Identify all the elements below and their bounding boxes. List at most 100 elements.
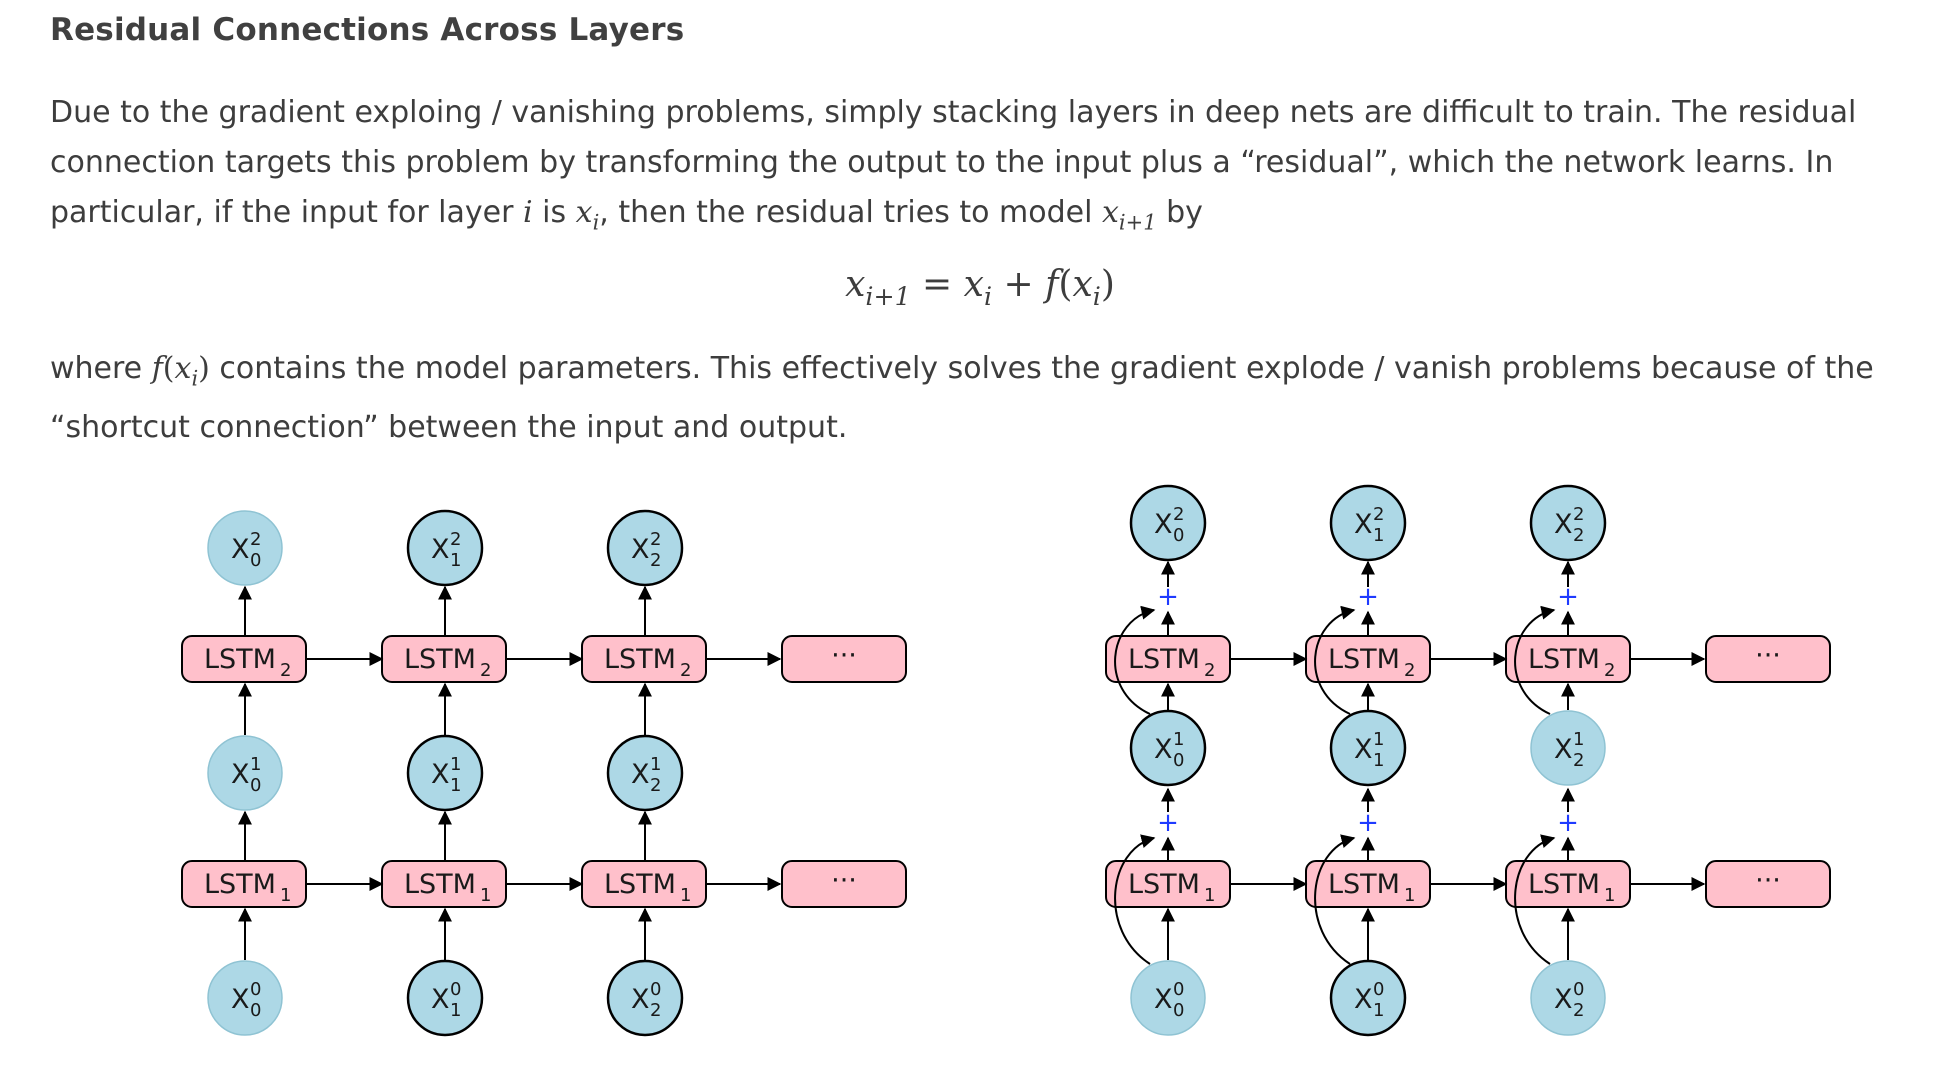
node-x1-1b-sup: 1 [450,754,461,775]
lstm1-col1-label: LSTM [404,869,476,900]
rnode-x2-2-sub: 2 [1573,525,1584,546]
rlstm1-col0-label: LSTM [1128,869,1200,900]
paragraph-intro: Due to the gradient exploing / vanishing… [50,88,1910,247]
lstm1-col0-sub: 1 [280,885,291,906]
rnode-x1-1-sup: 1 [1373,729,1384,750]
plus-upper-0: + [1157,582,1179,612]
rnode-x0-2-sub: 0 [1173,525,1184,546]
node-x1-0b-sup: 0 [450,979,461,1000]
node-x2-1b-sup: 1 [650,754,661,775]
rlstm2-col2-sub: 2 [1604,660,1615,681]
node-x0-0-sub: 0 [250,1000,261,1021]
ellipsis-top-label: ··· [831,640,857,671]
ellipsis-top-box [781,635,907,683]
rnode-x2-1-sub: 2 [1573,750,1584,771]
intro-text-4: by [1156,195,1203,230]
node-x0-2-sub: 0 [250,550,261,571]
node-x0-1-label: X [231,759,250,790]
node-x0-0-sup: 0 [250,979,261,1000]
var-xi: xi [575,195,600,235]
rlstm2-col0-label: LSTM [1128,644,1200,675]
node-x1-2b-label: X [431,534,450,565]
node-x2-2b-circle [606,509,684,587]
shortcut-lower-0 [1114,834,1156,965]
intro-text-2: is [532,195,576,230]
rnode-x0-1-sub: 0 [1173,750,1184,771]
rnode-x2-1-label: X [1554,734,1573,765]
node-x2-0b-label: X [631,984,650,1015]
rnode-x2-2-sup: 2 [1573,504,1584,525]
lstm1-col2-sub: 1 [680,885,691,906]
node-x1-2b-sup: 2 [450,529,461,550]
lstm2-col2-label: LSTM [604,644,676,675]
rlstm2-col1-sub: 2 [1404,660,1415,681]
var-xi1: xi+1 [1101,195,1157,235]
rlstm2-col1-label: LSTM [1328,644,1400,675]
rnode-x0-2-sup: 2 [1173,504,1184,525]
plus-lower-2: + [1557,808,1579,838]
rnode-x1-0-sup: 0 [1373,979,1384,1000]
plus-lower-0: + [1157,808,1179,838]
rnode-x2-0-circle [1530,960,1606,1036]
node-x2-0b-sub: 2 [650,1000,661,1021]
rnode-x1-2-sub: 1 [1373,525,1384,546]
shortcut-upper-0 [1114,605,1156,715]
lstm1-col1-sub: 1 [480,885,491,906]
rellipsis-top-box [1705,635,1831,683]
rnode-x2-0-label: X [1554,984,1573,1015]
rnode-x0-0-sub: 0 [1173,1000,1184,1021]
rnode-x0-2-circle [1129,484,1207,562]
rnode-x1-2-label: X [1354,509,1373,540]
rlstm1-col2-sub: 1 [1604,885,1615,906]
rnode-x0-1-label: X [1154,734,1173,765]
node-x0-2-sup: 2 [250,529,261,550]
rnode-x2-2-circle [1529,484,1607,562]
var-fxi: f(xi) [151,351,210,391]
node-x0-2-circle [207,510,283,586]
rellipsis-top-label: ··· [1755,640,1781,671]
node-x2-1b-sub: 2 [650,775,661,796]
node-x2-1b-circle [606,734,684,812]
node-x1-2b-sub: 1 [450,550,461,571]
node-x1-1b-label: X [431,759,450,790]
node-x0-1-sub: 0 [250,775,261,796]
paragraph-explanation: where f(xi) contains the model parameter… [50,344,1910,453]
shortcut-lower-2 [1514,834,1556,965]
plus-upper-2: + [1557,582,1579,612]
rnode-x2-2-label: X [1554,509,1573,540]
rnode-x0-0-label: X [1154,984,1173,1015]
rnode-x2-0-sup: 0 [1573,979,1584,1000]
shortcut-upper-1 [1314,605,1356,715]
intro-text-1: Due to the gradient exploing / vanishing… [50,95,1857,230]
node-x0-2-label: X [231,534,250,565]
rlstm2-col0-sub: 2 [1204,660,1215,681]
residual-equation: xi+1 = xi + f(xi) [845,264,1115,311]
rnode-x0-2-label: X [1154,509,1173,540]
node-x1-0b-label: X [431,984,450,1015]
diagram-stacked-lstm: X20X10X00LSTM2LSTM1X21X11X01X21X11X01LST… [181,509,907,1037]
node-x2-0b-circle [606,959,684,1037]
rnode-x2-1-sup: 1 [1573,729,1584,750]
rnode-x0-0-circle [1130,960,1206,1036]
rnode-x1-0-label: X [1354,984,1373,1015]
rlstm1-col1-label: LSTM [1328,869,1400,900]
node-x0-0-label: X [231,984,250,1015]
rlstm1-col2-label: LSTM [1528,869,1600,900]
shortcut-lower-1 [1314,834,1356,965]
rnode-x0-1-circle [1129,709,1207,787]
intro-text-3: , then the residual tries to model [599,195,1102,230]
node-x2-0b-sup: 0 [650,979,661,1000]
plus-lower-1: + [1357,808,1379,838]
rnode-x0-0-sup: 0 [1173,979,1184,1000]
rlstm1-col1-sub: 1 [1404,885,1415,906]
node-x1-1b-sub: 1 [450,775,461,796]
explanation-text-2: contains the model parameters. This effe… [50,351,1874,446]
node-x1-2b-circle [406,509,484,587]
rellipsis-bottom-label: ··· [1755,865,1781,896]
node-x2-2b-sup: 2 [650,529,661,550]
lstm2-col1-sub: 2 [480,660,491,681]
node-x1-0b-circle [406,959,484,1037]
ellipsis-bottom-box [781,860,907,908]
explanation-text-1: where [50,351,152,386]
